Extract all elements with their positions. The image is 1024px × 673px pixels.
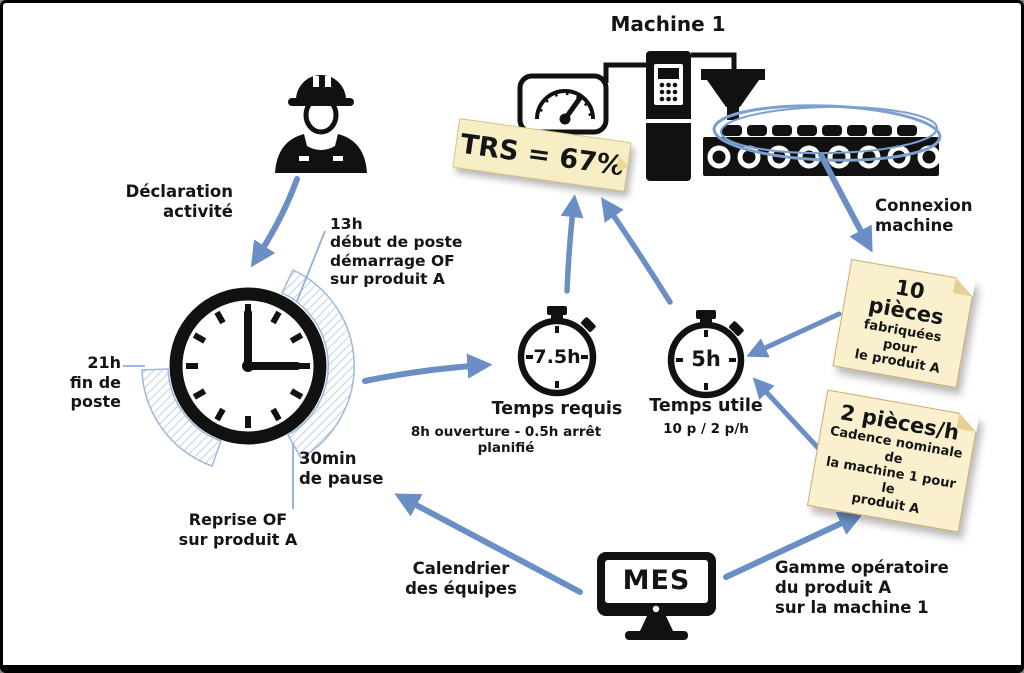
clock-pause-label: 30min de pause	[299, 449, 384, 489]
gauge-icon	[517, 73, 609, 135]
clock-icon	[169, 287, 327, 445]
machine-title: Machine 1	[610, 12, 726, 36]
arrow-mes-to-cadence-note	[723, 512, 864, 580]
control-cabinet-icon	[646, 51, 691, 181]
useful-time-detail: 10 p / 2 p/h	[663, 421, 749, 437]
arrow-machine-to-pieces-note	[818, 152, 873, 253]
required-time-detail: 8h ouverture - 0.5h arrêt planifié	[410, 424, 602, 457]
hopper-icon	[701, 69, 765, 120]
worker-icon	[275, 75, 367, 173]
arrow-cadence-note-to-useful-time	[752, 377, 823, 453]
clock-resume-label: Reprise OF sur produit A	[178, 510, 298, 549]
required-time-label: Temps requis	[491, 399, 623, 419]
stopwatch-required-icon	[517, 306, 597, 397]
required-time-value: 7.5h	[533, 346, 581, 368]
leader-lines	[123, 230, 326, 509]
arrow-mes-to-clock	[394, 493, 583, 595]
shift-time-arcs	[141, 269, 355, 467]
machine-connection-label: Connexion machine	[875, 196, 973, 236]
mes-label: MES	[622, 565, 691, 596]
arrow-pieces-note-to-useful-time	[746, 311, 842, 358]
clock-shift-end-label: 21h fin de poste	[69, 353, 121, 412]
clock-shift-start-label: 13h début de poste démarrage OF sur prod…	[330, 215, 463, 288]
routing-label: Gamme opératoire du produit A sur la mac…	[775, 558, 949, 618]
diagram-graphics	[123, 51, 942, 640]
mes-monitor-icon	[597, 552, 716, 640]
conveyor-icon	[703, 125, 941, 176]
useful-time-value: 5h	[691, 347, 721, 371]
useful-time-label: Temps utile	[649, 396, 763, 416]
teams-calendar-label: Calendrier des équipes	[405, 559, 517, 599]
arrow-worker-to-clock	[250, 176, 300, 268]
pieces-produced-note: 10 pièces fabriquées pour le produit A	[832, 258, 976, 388]
arrow-useful-time-to-trs	[601, 197, 673, 305]
stopwatch-useful-icon	[667, 310, 745, 399]
arrow-required-time-to-trs	[560, 194, 584, 294]
flow-arrows	[250, 152, 873, 595]
operator-declaration-label: Déclaration activité	[125, 182, 233, 222]
arrow-clock-to-required-time	[362, 353, 493, 384]
